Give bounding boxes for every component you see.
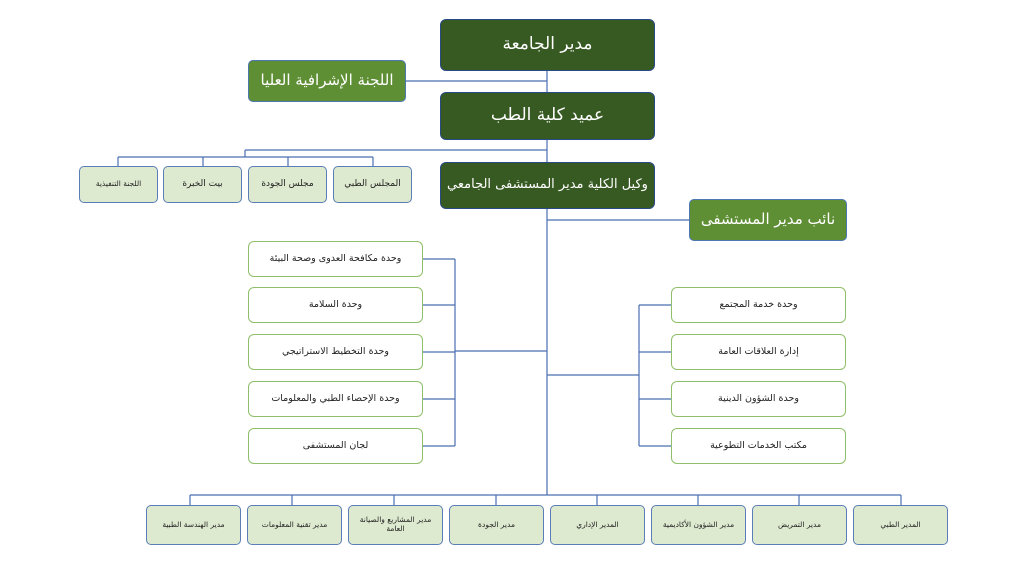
council-box: مجلس الجودة xyxy=(248,166,327,203)
left-unit-label: وحدة مكافحة العدوى وصحة البيئة xyxy=(269,252,402,264)
right-unit-box: وحدة الشؤون الدينية xyxy=(671,381,846,417)
director-box: مدير الجودة xyxy=(449,505,544,545)
director-label: المدير الإداري xyxy=(576,519,619,529)
director-box: مدير الشؤون الأكاديمية xyxy=(651,505,746,545)
director-box: المدير الإداري xyxy=(550,505,645,545)
left-unit-label: لجان المستشفى xyxy=(302,439,369,451)
director-box: مدير التمريض xyxy=(752,505,847,545)
vice-dean-label: وكيل الكلية مدير المستشفى الجامعي xyxy=(447,177,648,193)
council-label: اللجنة التنفيذية xyxy=(95,179,142,189)
right-unit-label: وحدة الشؤون الدينية xyxy=(718,392,799,404)
director-label: مدير الهندسة الطبية xyxy=(162,519,225,529)
left-unit-box: وحدة مكافحة العدوى وصحة البيئة xyxy=(248,241,423,277)
right-unit-box: وحدة خدمة المجتمع xyxy=(671,287,846,323)
council-label: المجلس الطبي xyxy=(344,179,401,190)
right-unit-label: إدارة العلاقات العامة xyxy=(718,345,799,357)
supervisory-committee-label: اللجنة الإشرافية العليا xyxy=(260,71,394,90)
director-label: مدير الشؤون الأكاديمية xyxy=(662,519,735,529)
director-label: مدير التمريض xyxy=(778,519,821,529)
right-unit-box: إدارة العلاقات العامة xyxy=(671,334,846,370)
deputy-director-box: نائب مدير المستشفى xyxy=(689,199,847,241)
university-director-label: مدير الجامعة xyxy=(502,34,593,55)
director-label: المدير الطبي xyxy=(880,519,921,529)
council-label: مجلس الجودة xyxy=(261,179,314,190)
left-unit-label: وحدة الإحصاء الطبي والمعلومات xyxy=(271,392,400,404)
council-label: بيت الخبرة xyxy=(182,179,223,190)
left-unit-box: لجان المستشفى xyxy=(248,428,423,464)
director-label: مدير المشاريع والصيانة العامة xyxy=(359,515,432,533)
council-box: اللجنة التنفيذية xyxy=(79,166,158,203)
director-label: مدير الجودة xyxy=(478,519,515,529)
dean-label: عميد كلية الطب xyxy=(490,105,605,126)
left-unit-box: وحدة التخطيط الاستراتيجي xyxy=(248,334,423,370)
council-box: بيت الخبرة xyxy=(163,166,242,203)
director-box: المدير الطبي xyxy=(853,505,948,545)
left-unit-label: وحدة السلامة xyxy=(308,298,363,310)
director-box: مدير تقنية المعلومات xyxy=(247,505,342,545)
right-unit-label: وحدة خدمة المجتمع xyxy=(719,298,798,310)
council-box: المجلس الطبي xyxy=(333,166,412,203)
right-unit-box: مكتب الخدمات التطوعية xyxy=(671,428,846,464)
right-unit-label: مكتب الخدمات التطوعية xyxy=(710,439,807,451)
left-unit-box: وحدة الإحصاء الطبي والمعلومات xyxy=(248,381,423,417)
left-unit-box: وحدة السلامة xyxy=(248,287,423,323)
left-unit-label: وحدة التخطيط الاستراتيجي xyxy=(282,345,390,357)
vice-dean-box: وكيل الكلية مدير المستشفى الجامعي xyxy=(440,162,655,209)
dean-box: عميد كلية الطب xyxy=(440,92,655,140)
supervisory-committee-box: اللجنة الإشرافية العليا xyxy=(248,60,406,102)
deputy-director-label: نائب مدير المستشفى xyxy=(700,210,836,229)
director-box: مدير الهندسة الطبية xyxy=(146,505,241,545)
director-label: مدير تقنية المعلومات xyxy=(261,519,328,529)
university-director-box: مدير الجامعة xyxy=(440,19,655,71)
director-box: مدير المشاريع والصيانة العامة xyxy=(348,505,443,545)
